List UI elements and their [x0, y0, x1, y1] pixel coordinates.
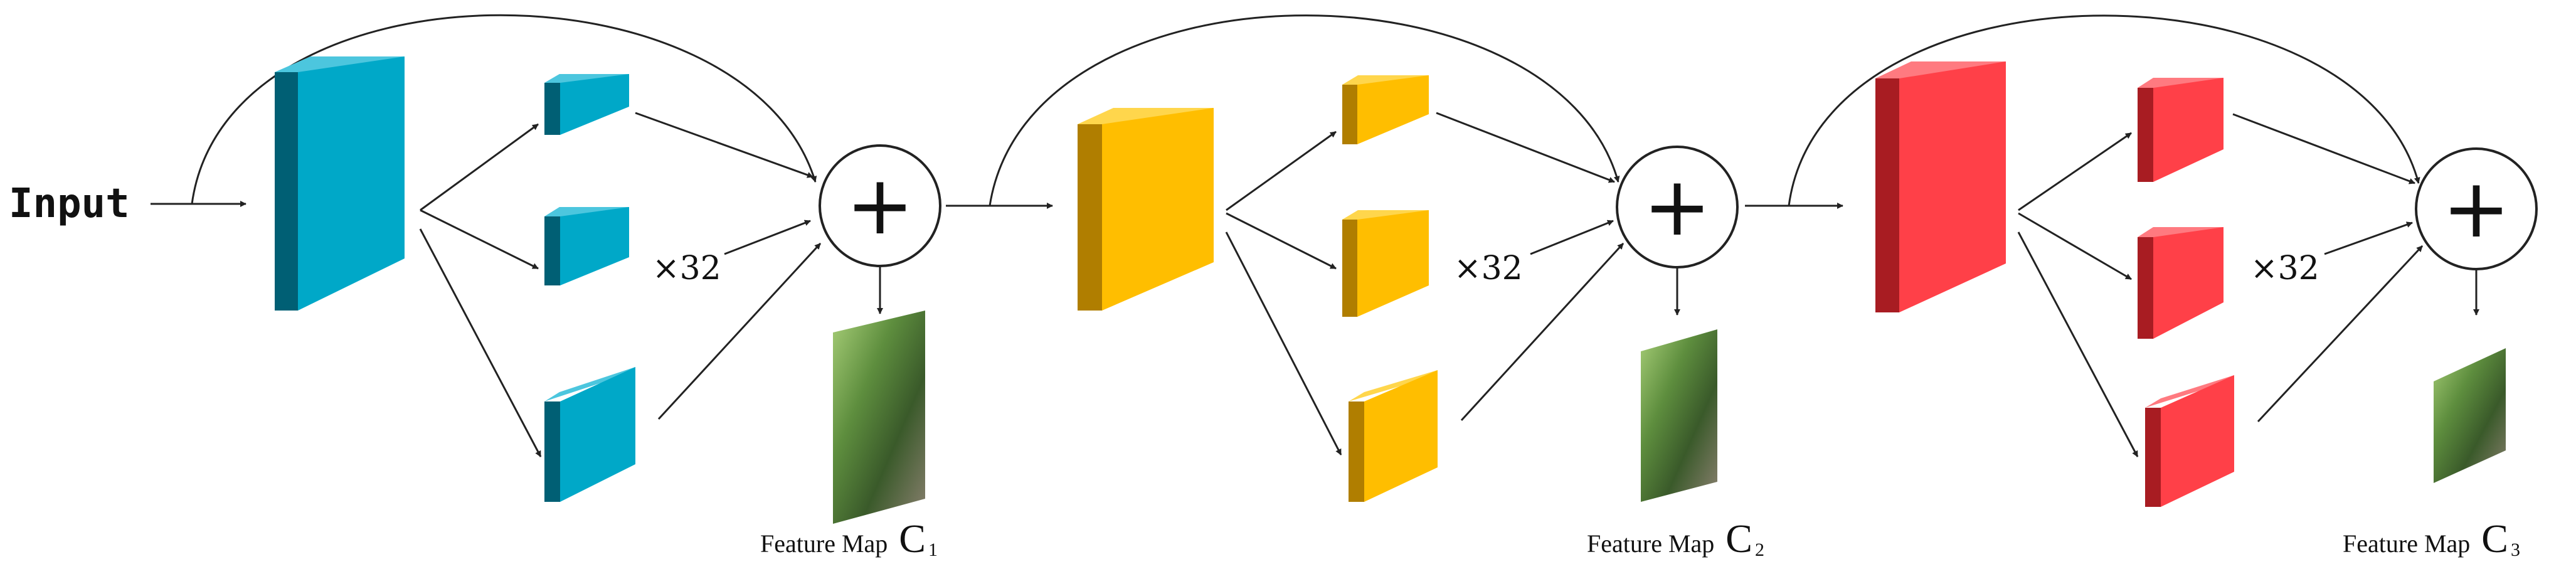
stage1-sum-node: + [819, 144, 941, 267]
stage1-split-arrow-top [420, 123, 539, 211]
stage3-sum-node: + [2415, 147, 2538, 270]
stage3-branch-block-top [2138, 78, 2224, 182]
stage2-branch-block-bottom [1349, 370, 1438, 502]
stage1-cardinality-label: ×32 [652, 250, 721, 287]
stage1-feature-map-image [833, 311, 925, 524]
stage3-branch-block-middle [2138, 227, 2224, 339]
stage2-feature-map-image [1641, 329, 1717, 502]
stage3-split-arrow-top [2018, 132, 2132, 211]
skip-connection-2 [989, 14, 1620, 206]
stage1-branch-block-middle [544, 207, 629, 285]
stage-3: ×32 + Feature Map C 3 [1875, 61, 2538, 561]
stage3-split-arrow-bottom [2017, 231, 2139, 457]
stage1-merge-arrow-middle [724, 220, 811, 255]
stage3-merge-arrow-top [2232, 113, 2415, 184]
stage2-merge-arrow-middle [1530, 220, 1614, 255]
stage1-branch-block-top [544, 74, 629, 135]
stage1-split-arrow-middle [420, 209, 539, 270]
plus-sign: + [2442, 161, 2511, 256]
input-label: Input [9, 181, 130, 227]
stage1-input-block [275, 56, 405, 311]
stage2-cardinality-label: ×32 [1454, 250, 1523, 287]
connectors [151, 14, 2420, 209]
stage2-feature-map-label: Feature Map C 2 [1587, 516, 1764, 561]
stage2-branch-block-middle [1342, 210, 1429, 317]
plus-sign: + [1643, 159, 1712, 254]
stage3-split-arrow-middle [2018, 212, 2132, 280]
stage2-input-block [1078, 108, 1214, 311]
stage3-feature-map-label: Feature Map C 3 [2343, 516, 2520, 561]
stage3-input-block [1875, 61, 2006, 312]
stage3-feature-map-image [2434, 348, 2506, 483]
stage-2: ×32 + Feature Map C 2 [1078, 75, 1764, 561]
plus-circle-icon [1616, 146, 1739, 268]
plus-circle-icon [2415, 147, 2538, 270]
stage3-branch-block-bottom [2145, 375, 2234, 507]
plus-sign: + [846, 157, 914, 253]
stage1-merge-arrow-top [635, 112, 814, 178]
stage2-split-arrow-bottom [1225, 231, 1342, 455]
stage2-split-arrow-middle [1226, 212, 1337, 270]
stage3-cardinality-label: ×32 [2250, 250, 2319, 287]
skip-connection-3 [1788, 14, 2420, 206]
stage2-branch-block-top [1342, 75, 1429, 144]
stage2-merge-arrow-top [1436, 112, 1615, 183]
stage2-split-arrow-top [1226, 130, 1337, 211]
stage-1: ×32 + Feature Map C 1 [275, 56, 941, 561]
stage2-sum-node: + [1616, 146, 1739, 268]
stage1-split-arrow-bottom [419, 228, 542, 457]
stage1-feature-map-label: Feature Map C 1 [760, 516, 938, 561]
stage3-merge-arrow-middle [2324, 221, 2413, 255]
skip-connection-1 [191, 14, 817, 205]
stage2-merge-arrow-bottom [1460, 242, 1625, 422]
stage3-merge-arrow-bottom [2257, 245, 2424, 423]
stage1-merge-arrow-bottom [657, 242, 822, 420]
stage1-branch-block-bottom [544, 367, 635, 502]
plus-circle-icon [819, 144, 941, 267]
